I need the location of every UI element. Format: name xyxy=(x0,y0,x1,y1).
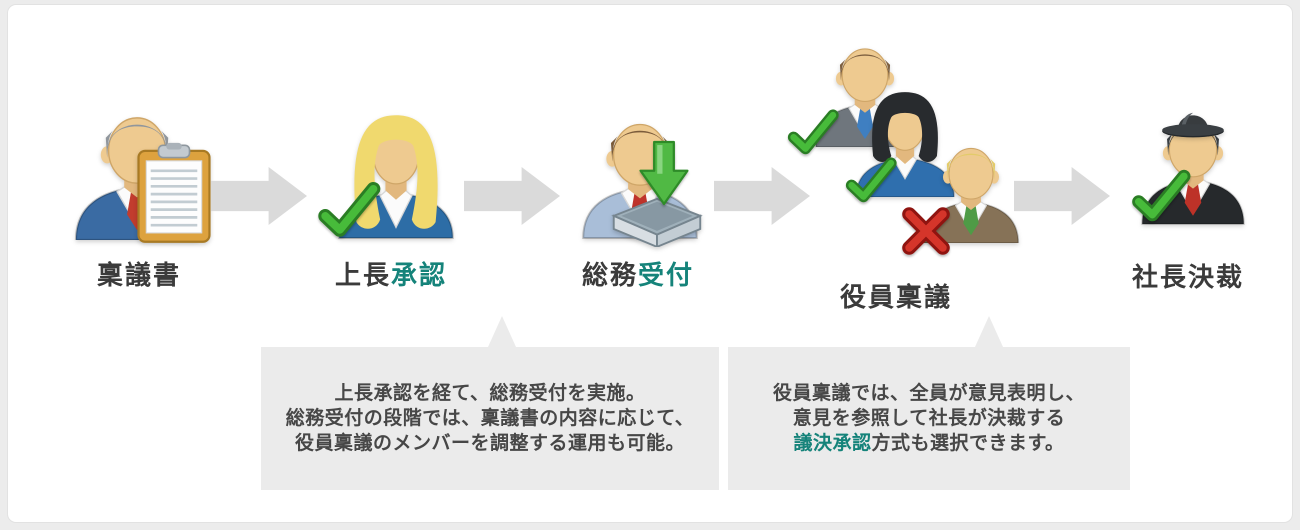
callout-line: 役員稟議では、全員が意見表明し、 xyxy=(772,383,1085,404)
check-icon xyxy=(316,179,382,245)
down-arrow-icon xyxy=(636,139,692,207)
cross-icon xyxy=(898,203,954,259)
callout-line: 総務受付の段階では、稟議書の内容に応じて、 xyxy=(285,408,695,429)
step-label-general-affairs: 総務受付 xyxy=(581,260,695,290)
step-label-superior-approval: 上長承認 xyxy=(334,260,448,290)
flow-arrow-1 xyxy=(211,167,307,225)
callout-reception-note: 上長承認を経て、総務受付を実施。 総務受付の段階では、稟議書の内容に応じて、 役… xyxy=(261,316,719,490)
callout-line: 上長承認を経て、総務受付を実施。 xyxy=(334,383,646,404)
callout-line: 役員稟議のメンバーを調整する運用も可能。 xyxy=(294,433,685,454)
callout-line: 意見を参照して社長が決裁する xyxy=(792,408,1066,429)
callout-line: 議決承認方式も選択できます。 xyxy=(793,433,1065,454)
step-label-ringi-document: 稟議書 xyxy=(96,260,181,290)
workflow-card: 稟議書 上長承認 総務受付 役員稟議 社長決裁 上長承認を経て、総務受付を実施。 xyxy=(7,4,1293,523)
check-icon xyxy=(786,107,840,161)
callout-pointer xyxy=(488,316,516,347)
flow-arrow-2 xyxy=(464,167,560,225)
check-icon xyxy=(844,155,898,209)
callout-pointer xyxy=(975,316,1003,347)
flow-arrow-4 xyxy=(1014,167,1110,225)
step-label-president-decision: 社長決裁 xyxy=(1131,262,1244,292)
check-icon xyxy=(1130,167,1192,229)
step-label-executive-ringi: 役員稟議 xyxy=(839,282,952,312)
step-executive-ringi xyxy=(790,27,1022,275)
bowler-hat-icon xyxy=(1158,103,1228,141)
callout-executive-note: 役員稟議では、全員が意見表明し、 意見を参照して社長が決裁する 議決承認方式も選… xyxy=(728,316,1130,490)
clipboard-icon xyxy=(135,142,213,244)
